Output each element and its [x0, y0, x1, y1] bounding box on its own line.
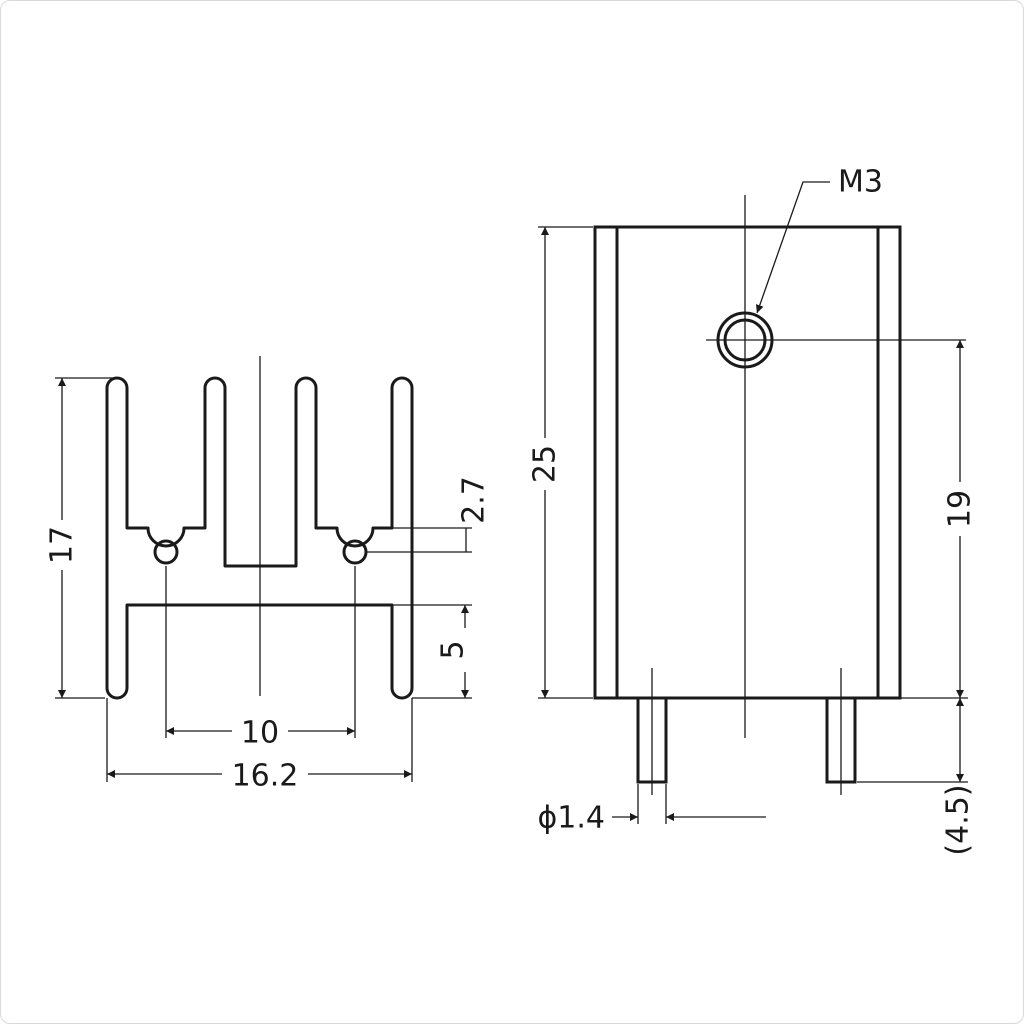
dim-width-16-2: 16.2: [232, 759, 299, 794]
dim-base-5: 5: [436, 640, 471, 659]
mounting-slot-right: [342, 539, 368, 565]
dim-slot-2-7: 2.7: [457, 476, 492, 524]
front-view: 17 5 2.7 10 16.2: [45, 356, 492, 794]
heatsink-side-body: [593, 225, 902, 700]
dim-hole-spacing-10: 10: [241, 716, 279, 751]
thread-callout-m3: M3: [838, 165, 883, 200]
dim-height-17: 17: [45, 526, 80, 564]
dim-hole-height-19: 19: [943, 490, 978, 528]
side-view: M3 25 19 (4.5) ϕ1.4: [528, 165, 978, 856]
dim-height-25: 25: [528, 445, 563, 483]
mounting-slot-left: [153, 539, 179, 565]
m3-leader-line: [755, 181, 830, 314]
heatsink-profile: [105, 376, 414, 700]
dim-pin-diameter-1-4: ϕ1.4: [538, 801, 606, 836]
dim-pin-length-4-5: (4.5): [941, 784, 976, 855]
